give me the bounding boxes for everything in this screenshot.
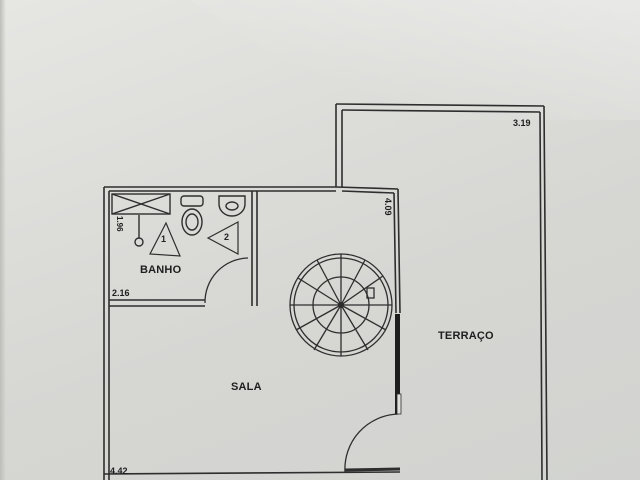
dimension-terraco: 3.19 (513, 118, 531, 128)
wall-terraco-top-outer (335, 103, 545, 107)
dimension-sala: 4.42 (110, 466, 128, 476)
sink-icon (218, 195, 246, 217)
dimension-sala-height: 4.09 (383, 198, 393, 216)
marker-1-label: 1 (161, 234, 167, 244)
wall-terraco-right-inner (539, 111, 543, 480)
window-sala (395, 314, 400, 414)
wall-sala-right-outer (397, 188, 401, 314)
wall-sala-top-right-outer (335, 186, 399, 190)
room-label-banho: BANHO (140, 264, 182, 276)
room-label-sala: SALA (231, 381, 262, 393)
wall-sala-top-right-inner (341, 190, 395, 194)
sala-door-swing (344, 413, 399, 473)
wall-terraco-right-outer (543, 105, 548, 480)
banho-door-swing (204, 257, 249, 304)
dimension-banho: 2.16 (112, 288, 130, 298)
marker-1-icon (149, 221, 181, 257)
page-edge-shadow (0, 0, 6, 480)
spiral-stair-icon (289, 253, 393, 357)
shower-icon (111, 193, 171, 247)
wall-bottom-segment (344, 467, 401, 472)
room-label-terraco: TERRAÇO (438, 330, 494, 342)
toilet-icon (180, 195, 204, 236)
wall-terraco-top-inner (341, 109, 541, 113)
dimension-banho-side: 1.96 (115, 216, 124, 232)
wall-sala-right-inner (393, 192, 397, 314)
marker-2-label: 2 (224, 232, 230, 242)
marker-2-icon (206, 221, 239, 255)
wall-bottom (103, 471, 401, 475)
